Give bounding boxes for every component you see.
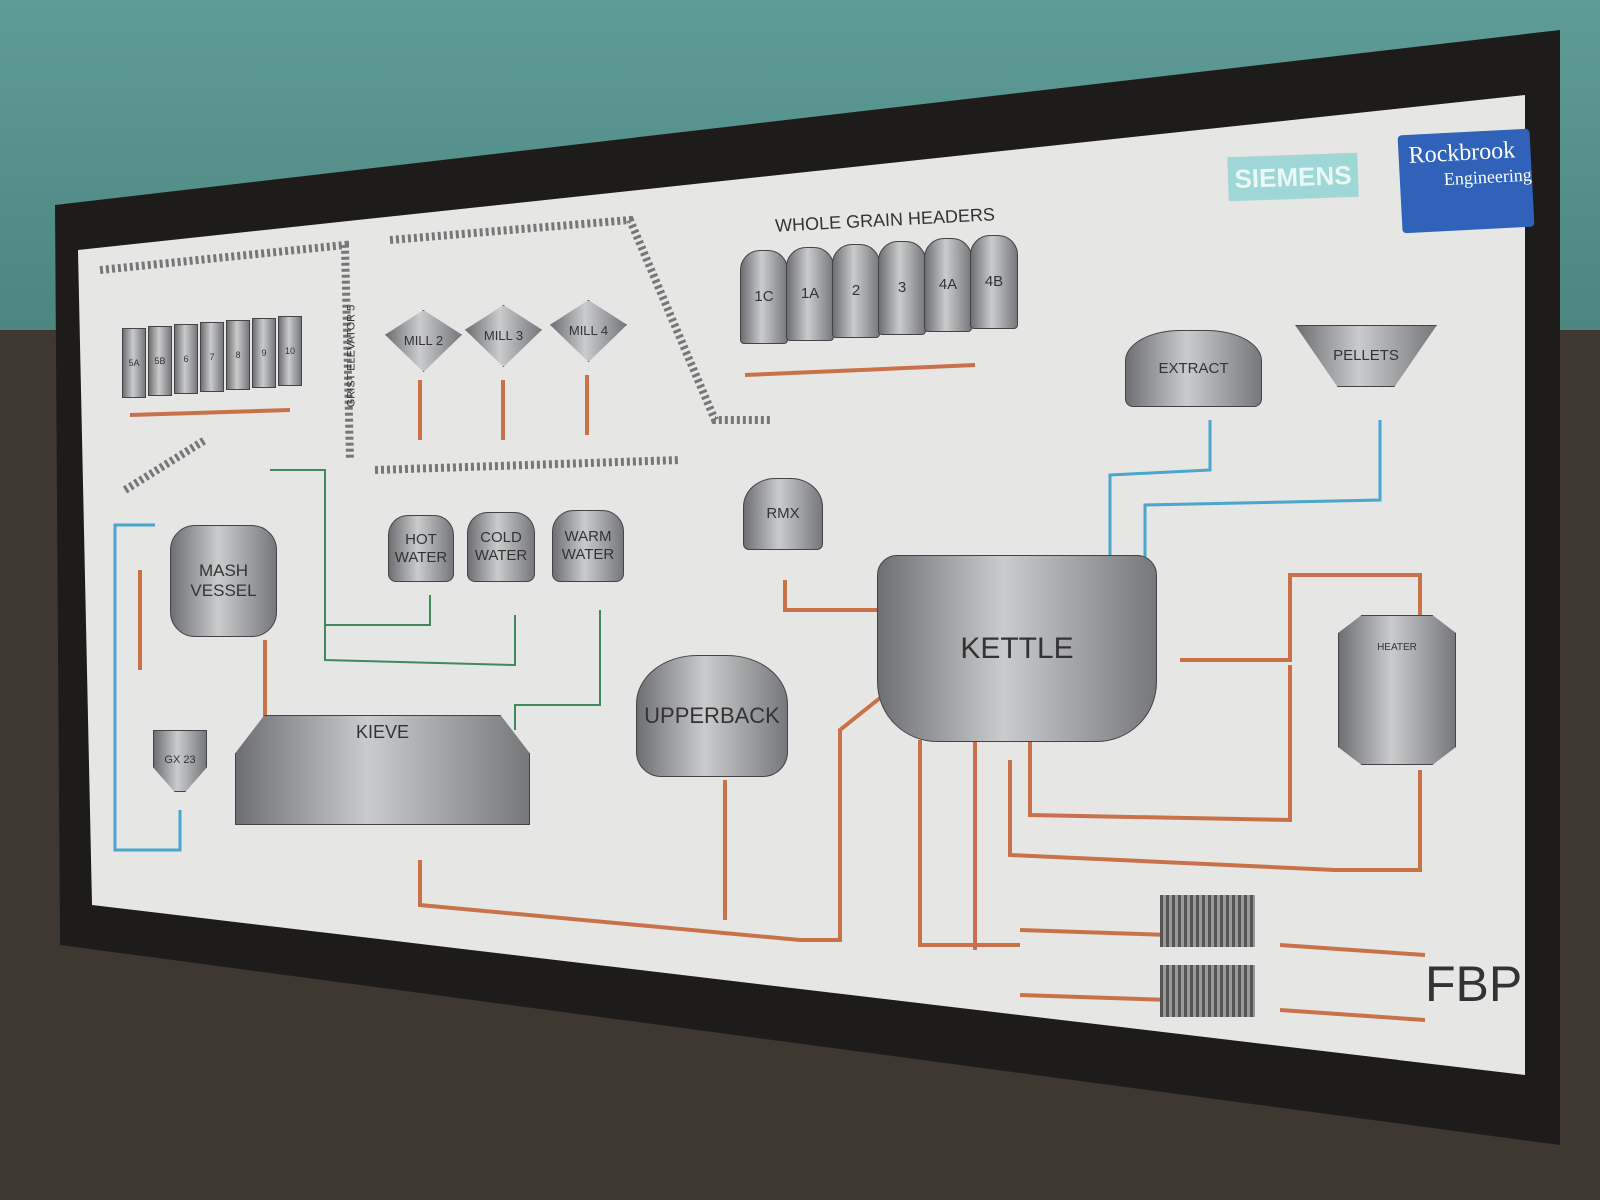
conveyors [99,215,770,494]
heat-exchanger [1160,965,1255,1017]
mash-vessel: MASH VESSEL [170,525,277,637]
extract-tank: EXTRACT [1125,330,1262,407]
panel-code: FBP [1425,956,1523,1012]
warm-water-tank: WARM WATER [552,510,624,582]
engineering-text: Engineering [1443,164,1533,190]
header-tank: 1A [786,247,834,341]
grist-elevator-label: GRIST ELEVATOR 5 [345,304,358,408]
upperback-tank: UPPERBACK [636,655,788,777]
rockbrook-text: Rockbrook [1407,137,1516,169]
header-tank: 3 [878,241,926,335]
grist-silo: 8 [226,320,250,390]
grist-silo: 5B [148,326,172,396]
cold-water-tank: COLD WATER [467,512,535,582]
header-tank: 4B [970,235,1018,329]
siemens-logo: SIEMENS [1227,152,1359,202]
kieve: KIEVE [235,715,530,825]
orange-pipes [129,363,1426,1022]
heat-exchanger [1160,895,1255,947]
rockbrook-logo: Rockbrook Engineering [1397,128,1535,234]
heater: HEATER [1338,615,1456,765]
header-tank: 1C [740,250,788,344]
grist-silo: 5A [122,328,146,398]
rmx-tank: RMX [743,478,823,550]
grist-silo: 10 [278,316,302,386]
grist-silo: 7 [200,322,224,392]
header-tank: 2 [832,244,880,338]
grist-silo: 6 [174,324,198,394]
grist-silo: 9 [252,318,276,388]
green-pipes [270,469,601,730]
hot-water-tank: HOT WATER [388,515,454,582]
kettle: KETTLE [877,555,1157,742]
header-tank: 4A [924,238,972,332]
blue-pipes [113,420,1382,852]
